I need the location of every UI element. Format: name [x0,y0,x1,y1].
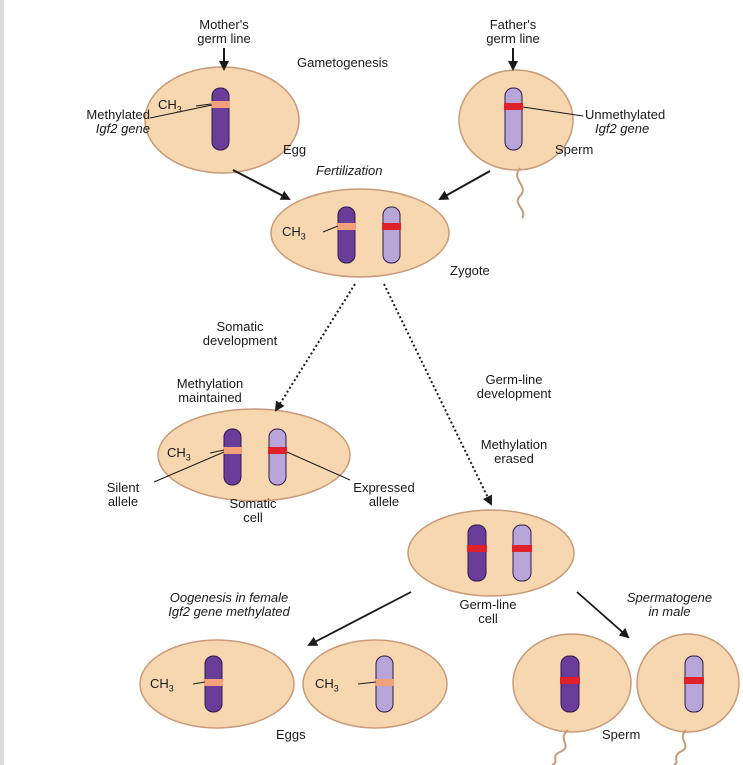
fathers-germ-line-label: Father's germ line [486,17,540,46]
ch3-label-egg-bottom-right: CH3 [315,676,339,694]
sperm-tail [516,167,525,219]
oogenesis-label: Oogenesis in female Igf2 gene methylated [168,590,290,619]
germline-cell-label: Germ-line cell [459,597,517,626]
gametogenesis-label: Gametogenesis [297,55,389,70]
left-border-line [0,0,4,765]
arrow-germline-development [383,283,492,506]
unmethylated-igf2-label: Unmethylated Igf2 gene [585,107,666,136]
arrow-sperm-to-zygote [438,170,491,200]
ch3-leader-egg-bottom-right [357,681,377,685]
somatic-cell [157,408,351,502]
expressed-allele-label: Expressed allele [353,480,415,509]
expressed-allele-leader [286,451,351,481]
somatic-chromosome-maternal [223,428,242,486]
methylation-maintained-label: Methylation maintained [176,376,244,405]
ch3-leader-egg [195,103,212,107]
ch3-leader-somatic [209,449,225,454]
somatic-cell-label: Somatic cell [229,496,277,525]
germline-cell [407,509,575,597]
unmethylated-gene-leader [522,106,584,117]
eggs-label: Eggs [276,727,306,742]
egg-chromosome-maternal [211,87,230,151]
somatic-development-label: Somatic development [202,319,278,348]
zygote-chromosome-paternal [382,206,401,264]
ch3-label-somatic: CH3 [167,445,191,463]
sperm-bottom-label: Sperm [602,727,641,742]
silent-allele-label: Silent allele [106,480,140,509]
ch3-label-egg: CH3 [158,97,182,115]
sperm-tail-bottom-left [551,729,569,765]
sperm-chromosome-paternal [504,87,523,151]
fertilization-label: Fertilization [316,163,383,178]
zygote-cell [270,188,450,278]
ch3-leader-egg-bottom-left [192,681,206,685]
methylated-igf2-label: Methylated Igf2 gene [86,107,150,136]
germline-chromosome-maternal [467,524,487,582]
ch3-leader-zygote [322,225,339,233]
germline-development-label: Germ-line development [476,372,552,401]
sperm-bottom-right-chromosome [684,655,704,713]
sperm-bottom-left-chromosome [560,655,580,713]
spermatogenesis-label: Spermatogene in male [626,590,713,619]
arrow-egg-to-zygote [232,169,291,200]
egg-bottom-right-chromosome [375,655,394,713]
sperm-label: Sperm [555,142,594,157]
zygote-chromosome-maternal [337,206,356,264]
egg-bottom-left-chromosome [204,655,223,713]
germline-chromosome-paternal [512,524,532,582]
ch3-label-zygote: CH3 [282,224,306,242]
methylated-gene-leader [149,104,213,119]
sperm-tail-bottom-right [673,729,687,765]
ch3-label-egg-bottom-left: CH3 [150,676,174,694]
arrow-oogenesis [307,591,412,646]
arrow-spermatogenesis [576,591,630,639]
methylation-erased-label: Methylation erased [480,437,548,466]
silent-allele-leader [153,451,225,483]
somatic-chromosome-paternal [268,428,287,486]
zygote-label: Zygote [450,263,490,278]
egg-label: Egg [283,142,307,157]
mothers-germ-line-label: Mother's germ line [197,17,251,46]
